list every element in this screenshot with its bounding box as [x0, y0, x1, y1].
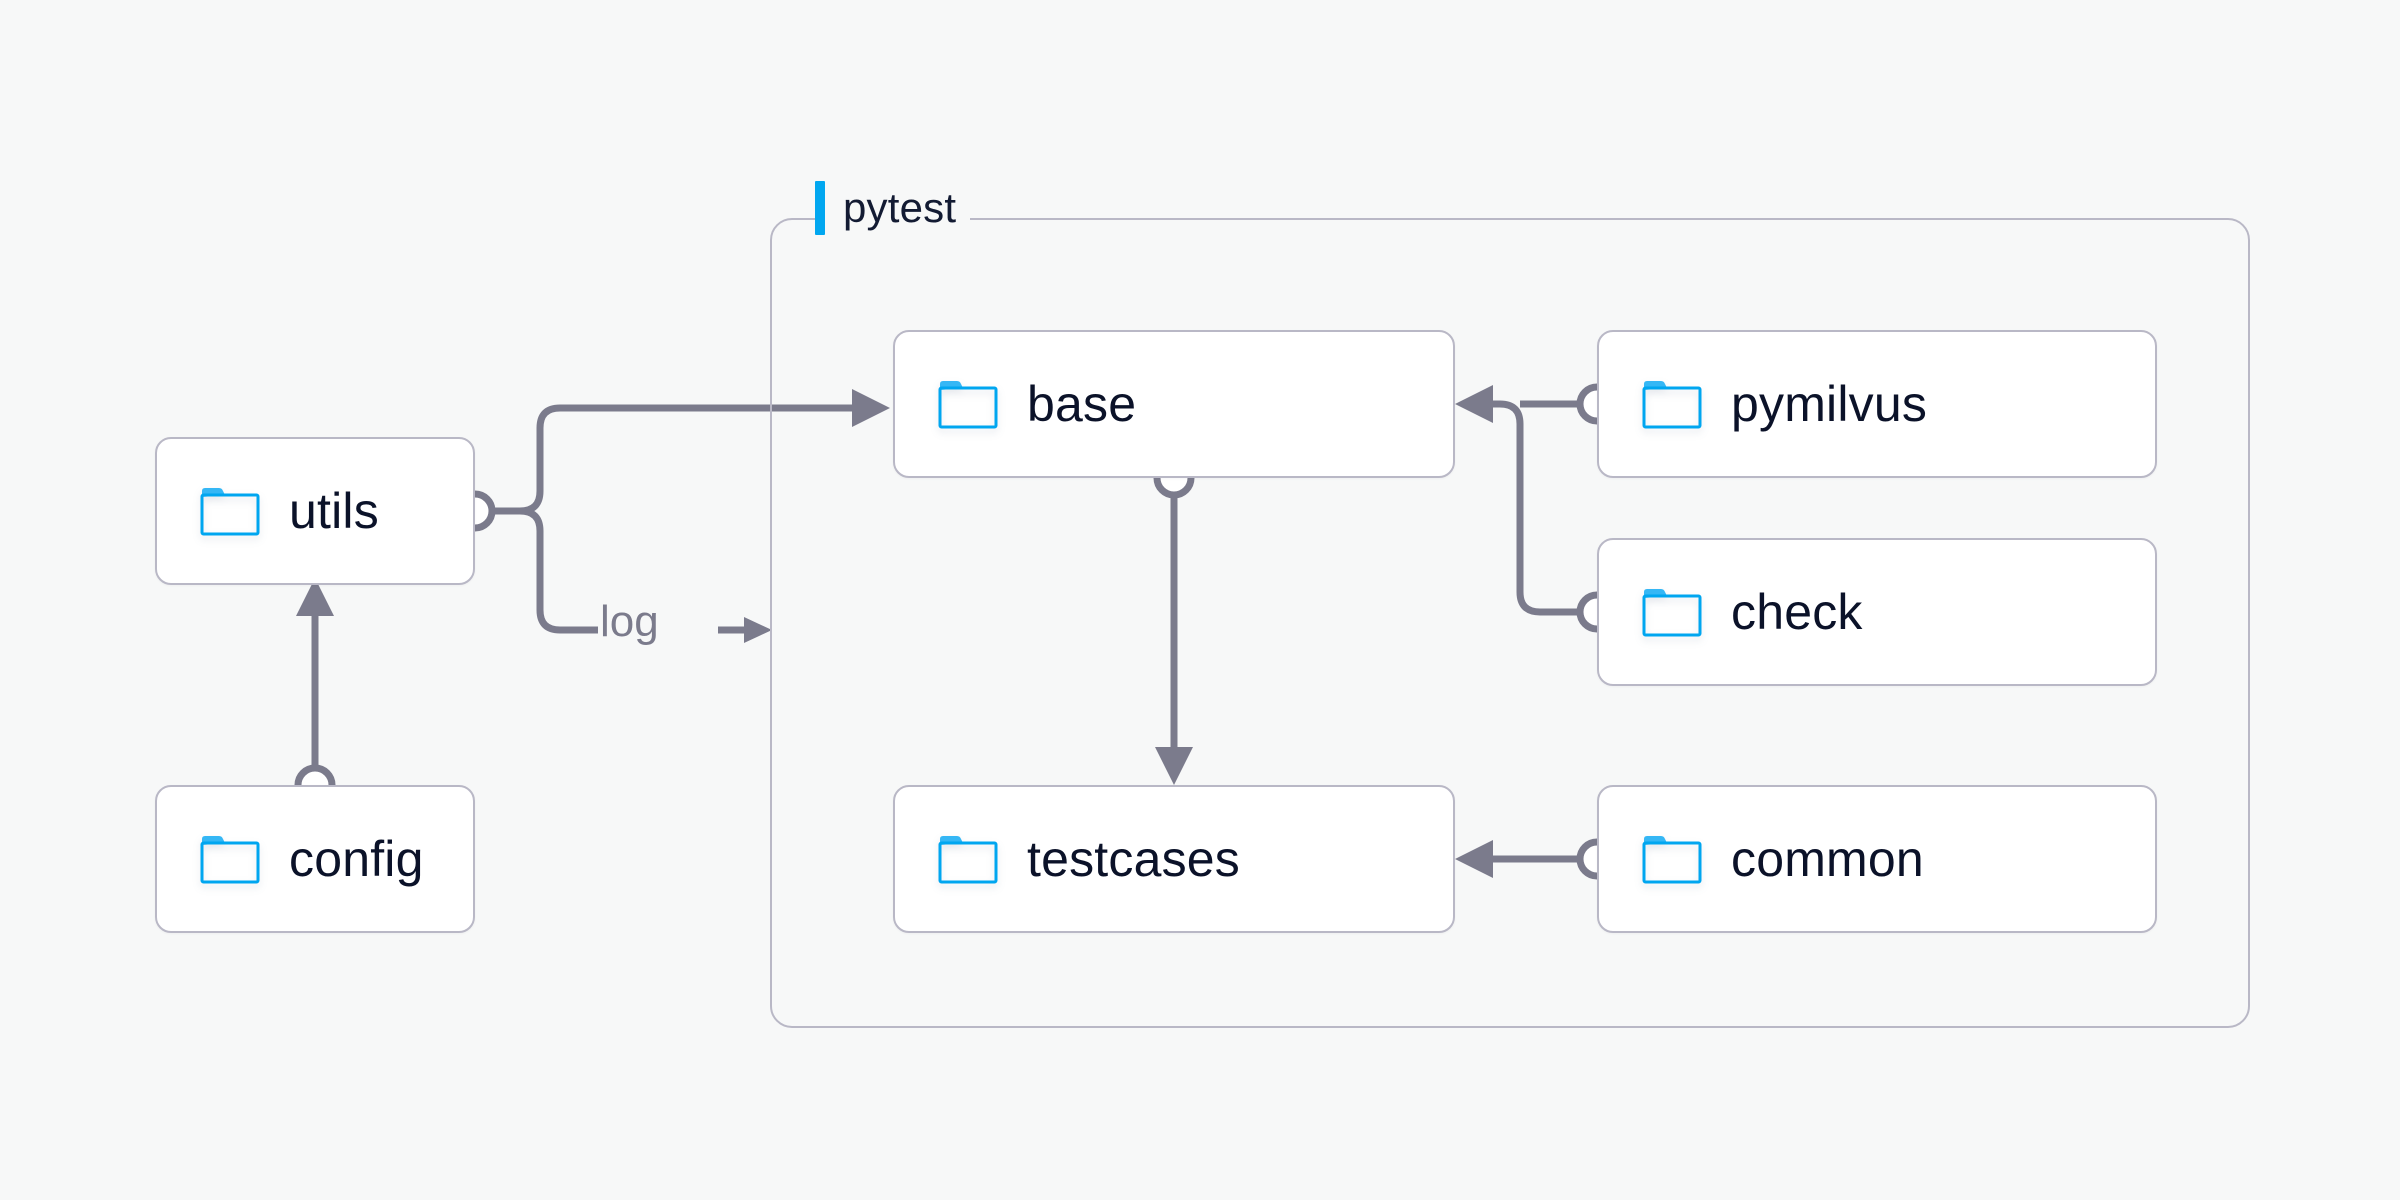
node-testcases[interactable]: testcases: [893, 785, 1455, 933]
node-label: base: [1027, 376, 1137, 432]
group-container-pytest: [770, 218, 2250, 1028]
node-pymilvus[interactable]: pymilvus: [1597, 330, 2157, 478]
edge-config-to-utils: [294, 578, 336, 806]
folder-icon: [1642, 381, 1702, 429]
folder-icon: [200, 836, 260, 884]
group-label-pytest: pytest: [815, 178, 971, 238]
folder-icon: [200, 488, 260, 536]
folder-icon: [938, 381, 998, 429]
node-label: utils: [289, 483, 379, 539]
node-check[interactable]: check: [1597, 538, 2157, 686]
node-label: pymilvus: [1731, 376, 1928, 432]
folder-icon: [938, 836, 998, 884]
node-utils[interactable]: utils: [155, 437, 475, 585]
node-common[interactable]: common: [1597, 785, 2157, 933]
node-label: testcases: [1027, 831, 1241, 887]
edge-label-log: log: [600, 597, 659, 646]
group-accent-bar-icon: [815, 181, 825, 235]
node-label: check: [1731, 584, 1863, 640]
node-label: common: [1731, 831, 1924, 887]
node-label: config: [289, 831, 424, 887]
folder-icon: [1642, 836, 1702, 884]
node-config[interactable]: config: [155, 785, 475, 933]
folder-icon: [1642, 589, 1702, 637]
node-base[interactable]: base: [893, 330, 1455, 478]
group-label-text: pytest: [843, 184, 957, 231]
